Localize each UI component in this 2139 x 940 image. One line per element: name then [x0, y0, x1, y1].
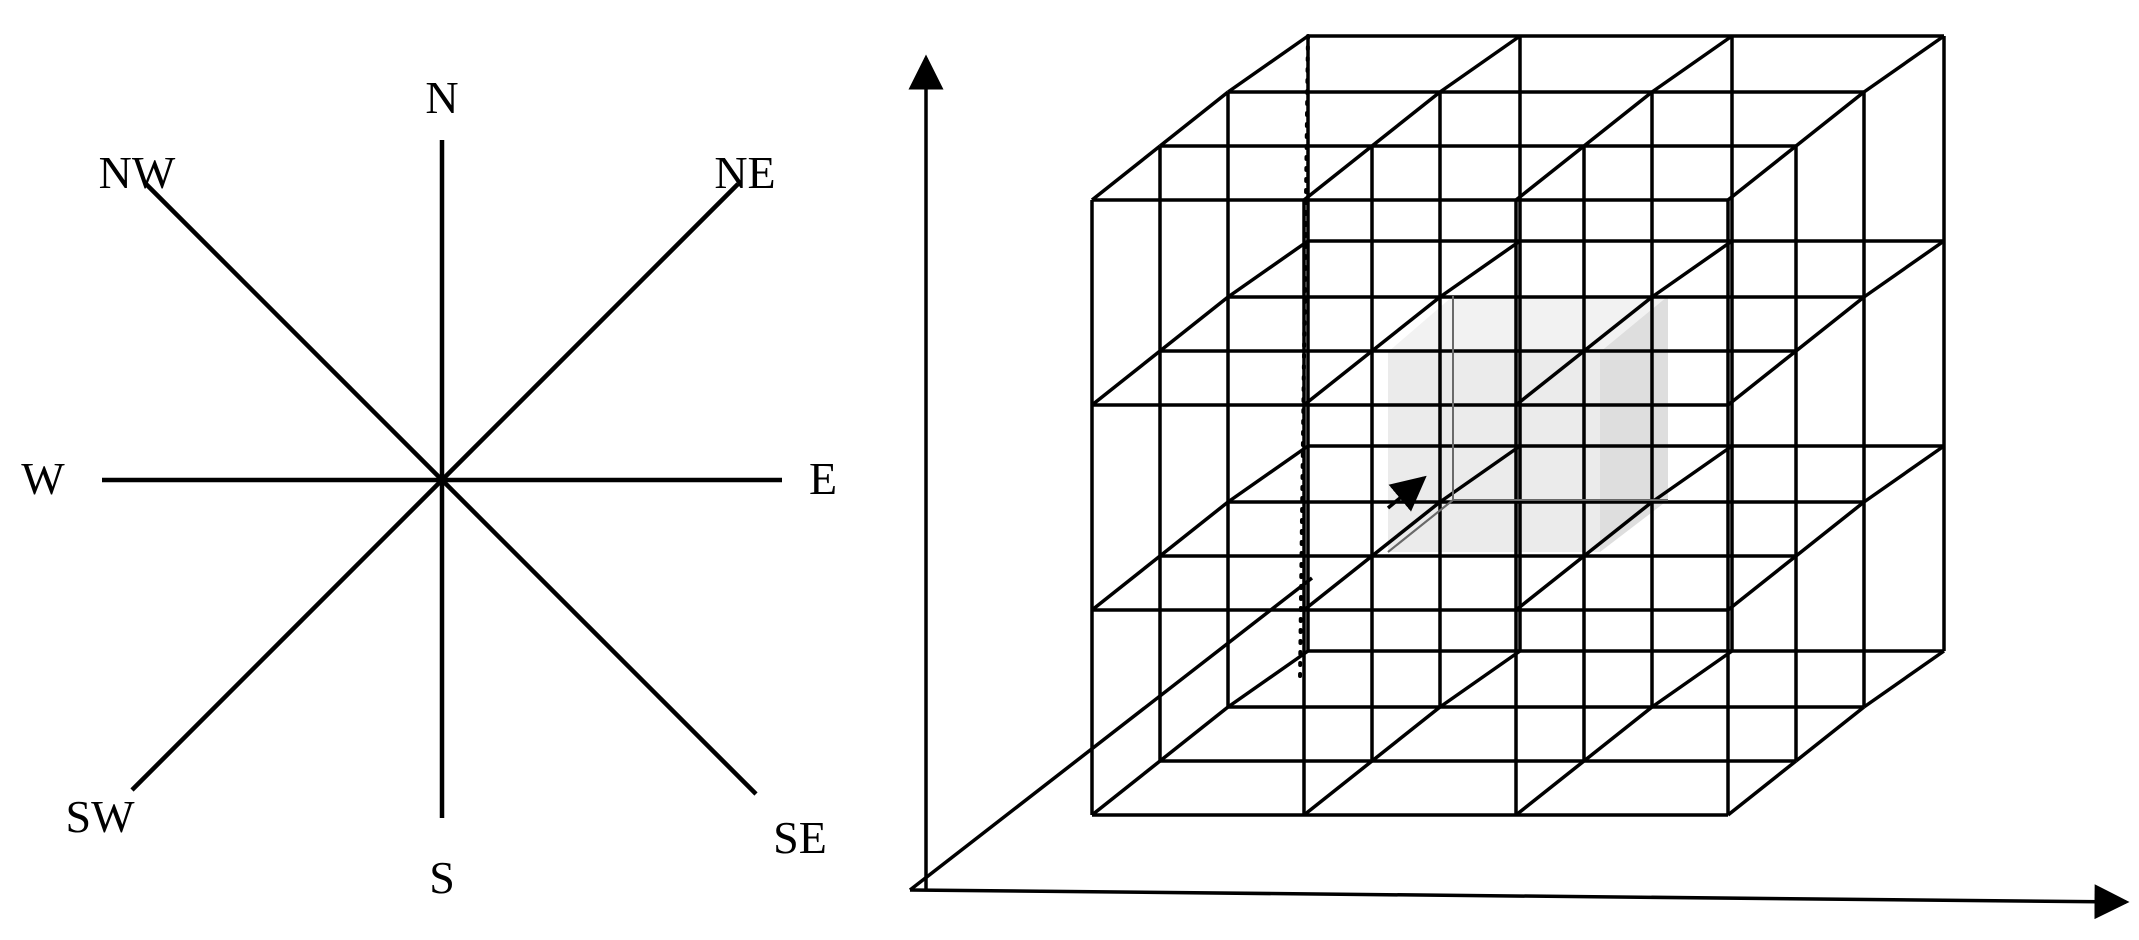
grid-line-depth-32 [1090, 144, 1162, 202]
center-arrow [1386, 475, 1427, 512]
grid-line-depth-57 [1582, 295, 1654, 353]
compass-labels: N NE E SE S SW W NW [21, 72, 837, 903]
axis-horizontal [909, 884, 2130, 920]
grid-line-depth-41 [1514, 349, 1586, 407]
grid-line-depth-65 [1226, 239, 1310, 299]
grid-line-depth-77 [1862, 239, 1946, 299]
grid-line-depth-39 [1302, 759, 1374, 817]
grid-line-depth-35 [1090, 759, 1162, 817]
grid-cube [1090, 34, 1946, 817]
grid-line-depth-43 [1514, 759, 1586, 817]
grid-line-depth-40 [1514, 144, 1586, 202]
grid-line-depth-76 [1862, 34, 1946, 94]
grid-line-depth-44 [1726, 144, 1798, 202]
axis-depth [908, 576, 1314, 892]
grid-line-depth-50 [1158, 500, 1230, 558]
compass-ray-southeast [440, 478, 758, 796]
grid-line-depth-45 [1726, 349, 1798, 407]
grid-line-depth-58 [1582, 500, 1654, 558]
compass-rose [102, 140, 782, 818]
dotted-hidden-edge [1298, 34, 1310, 682]
grid-line-depth-52 [1370, 90, 1442, 148]
grid-line-depth-38 [1302, 554, 1374, 612]
compass-label-w: W [21, 453, 65, 504]
grid-line-depth-42 [1514, 554, 1586, 612]
grid-line-depth-54 [1370, 500, 1442, 558]
grid-line-depth-51 [1158, 705, 1230, 763]
axes [908, 54, 2130, 920]
compass-label-ne: NE [714, 147, 775, 198]
grid-line-depth-75 [1650, 649, 1734, 709]
grid-line-depth-59 [1582, 705, 1654, 763]
grid-line-depth-37 [1302, 349, 1374, 407]
grid-line-depth-66 [1226, 444, 1310, 504]
grid-line-depth-62 [1794, 500, 1866, 558]
grid-line-depth-36 [1302, 144, 1374, 202]
grid-line-depth-79 [1862, 649, 1946, 709]
grid-line-depth-67 [1226, 649, 1310, 709]
compass-label-sw: SW [66, 791, 136, 842]
grid-line-depth-61 [1794, 295, 1866, 353]
grid-line-depth-74 [1650, 444, 1734, 504]
compass-ray-northeast [440, 182, 740, 482]
grid-line-depth-49 [1158, 295, 1230, 353]
grid-line-depth-72 [1650, 34, 1734, 94]
grid-line-depth-56 [1582, 90, 1654, 148]
grid-line-depth-78 [1862, 444, 1946, 504]
grid-line-depth-55 [1370, 705, 1442, 763]
compass-label-s: S [429, 852, 455, 903]
grid-line-depth-34 [1090, 554, 1162, 612]
highlighted-cell-front [1388, 352, 1600, 552]
grid-line-depth-71 [1438, 649, 1522, 709]
highlighted-cell-edges [1387, 296, 1668, 553]
grid-line-depth-68 [1438, 34, 1522, 94]
compass-label-se: SE [773, 812, 827, 863]
grid-line-depth-63 [1794, 705, 1866, 763]
grid-line-depth-48 [1158, 90, 1230, 148]
compass-label-nw: NW [99, 147, 176, 198]
grid-line-depth-60 [1794, 90, 1866, 148]
highlighted-cell [1388, 296, 1668, 552]
grid-line-depth-47 [1726, 759, 1798, 817]
grid-line-depth-73 [1650, 239, 1734, 299]
highlight-edge-diagonal [1387, 499, 1454, 553]
grid-line-depth-46 [1726, 554, 1798, 612]
grid-line-depth-64 [1226, 34, 1310, 94]
grid-line-depth-33 [1090, 349, 1162, 407]
compass-label-n: N [425, 72, 458, 123]
compass-label-e: E [809, 453, 837, 504]
grid-line-depth-69 [1438, 239, 1522, 299]
grid-line-depth-53 [1370, 295, 1442, 353]
compass-ray-northwest [144, 182, 444, 482]
compass-ray-southwest [130, 478, 444, 792]
